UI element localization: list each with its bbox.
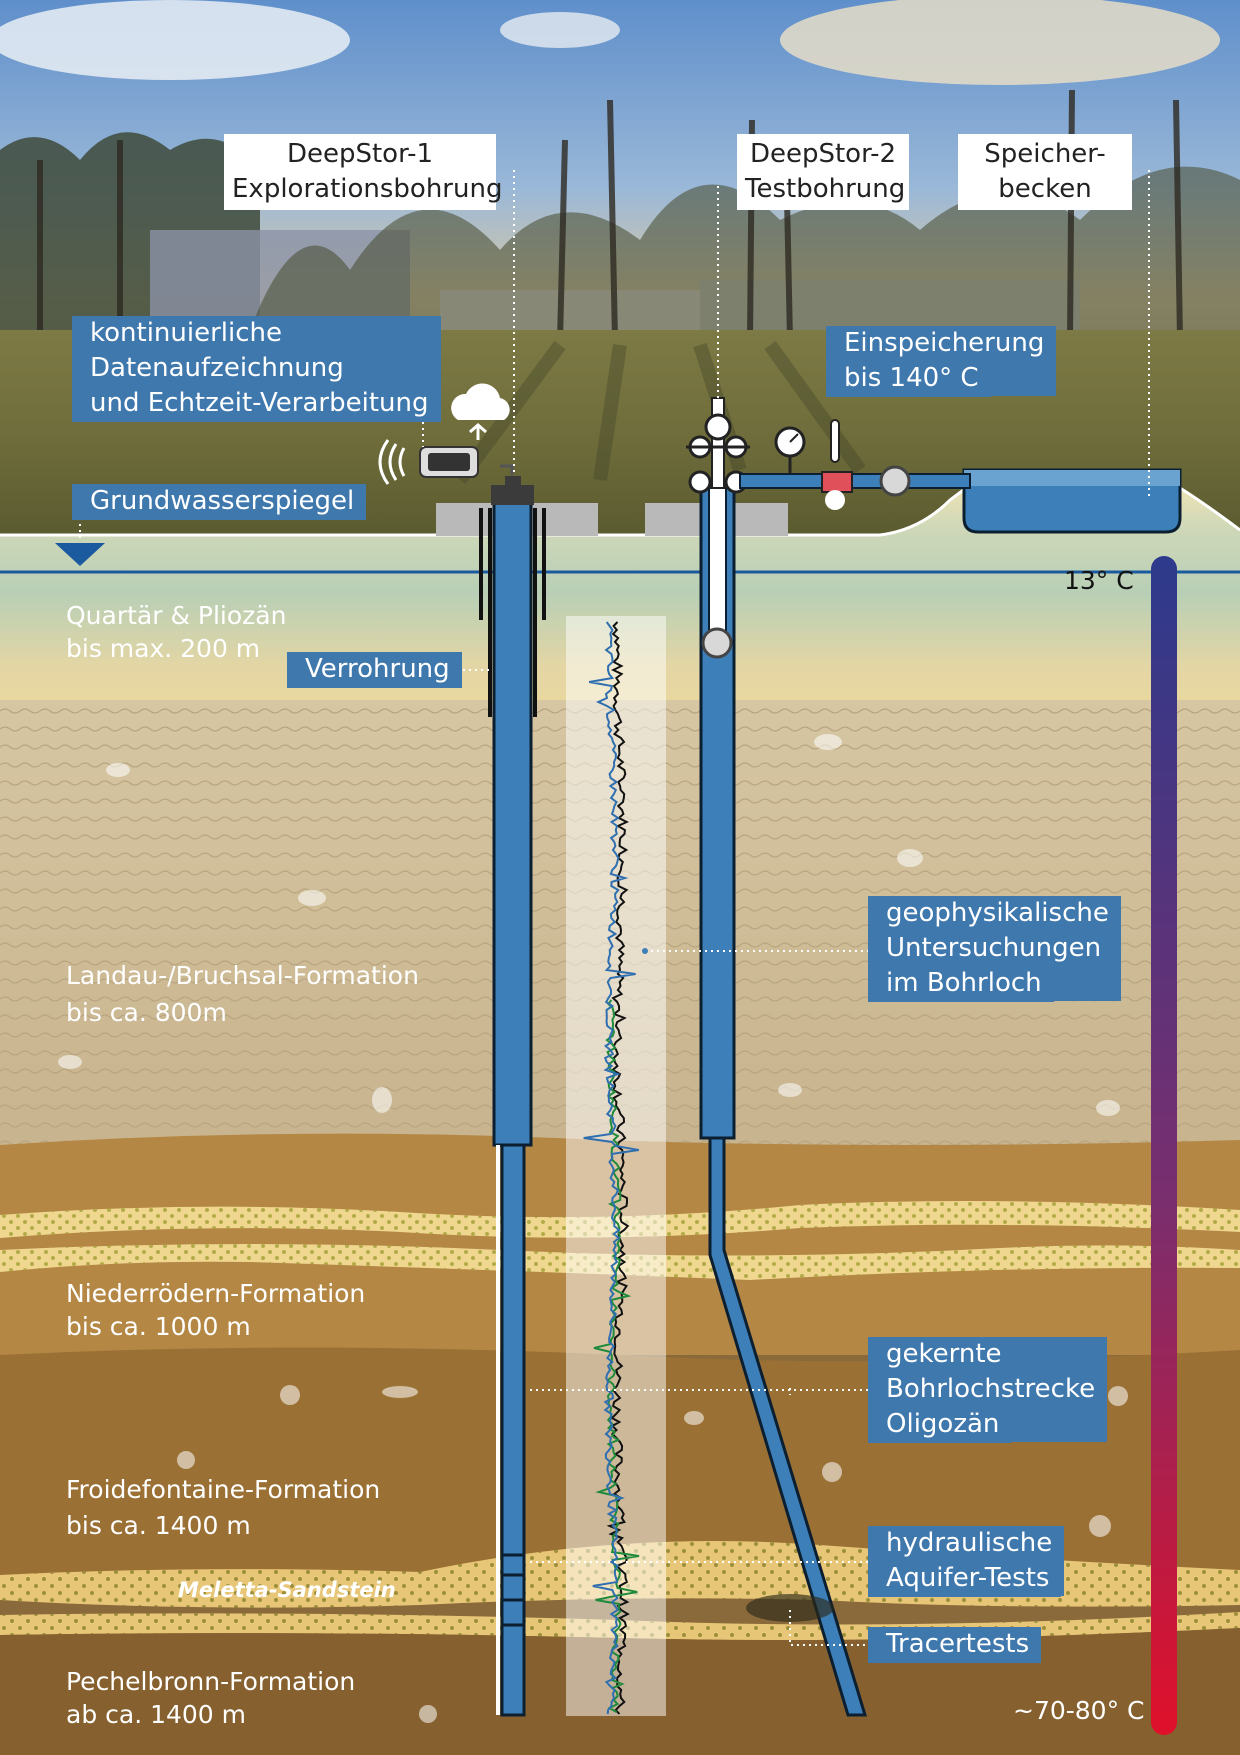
- layer-label-froidefontaine: Froidefontaine-Formation bis ca. 1400 m: [66, 1475, 381, 1540]
- temperature-top-label: 13° C: [1064, 566, 1134, 595]
- log-curve-blue: [583, 621, 639, 1715]
- layer-label-quartaer: Quartär & Pliozän bis max. 200 m: [66, 601, 287, 663]
- tracer-callout: Tracertests: [868, 1627, 1042, 1662]
- pressure-gauge-icon: [774, 426, 806, 474]
- groundwater-marker-icon: [55, 543, 105, 566]
- einspeicherung-callout: Einspeicherung bis 140° C: [826, 326, 1057, 396]
- deepstor2-card: DeepStor-2 Testbohrung: [737, 134, 909, 210]
- deepstor1-card: DeepStor-1 Explorationsbohrung: [224, 134, 502, 210]
- layer-label-landau: Landau-/Bruchsal-Formation bis ca. 800m: [66, 961, 419, 1027]
- hydraulik-callout: hydraulische Aquifer-Tests: [868, 1526, 1065, 1596]
- wellhead-icon: [686, 397, 750, 494]
- grundwasser-callout: Grundwasserspiegel: [72, 484, 367, 519]
- layer-label-meletta: Meletta-Sandstein: [178, 1578, 396, 1602]
- valve-icon: [879, 465, 911, 497]
- borehole-log-curves: [583, 621, 640, 1715]
- gekernte-callout: gekernte Bohrlochstrecke Oligozän: [868, 1337, 1108, 1442]
- cloud-icon: [451, 383, 510, 440]
- temperature-bottom-label: ~70-80° C: [1013, 1696, 1145, 1725]
- log-curve-green: [593, 999, 640, 1713]
- thermometer-icon: [821, 419, 853, 510]
- geophysik-callout: geophysikalische Untersuchungen im Bohrl…: [868, 896, 1121, 1001]
- datenaufzeichnung-callout: kontinuierliche Datenaufzeichnung und Ec…: [72, 316, 441, 421]
- layer-label-pechelbronn: Pechelbronn-Formation ab ca. 1400 m: [66, 1667, 356, 1729]
- verrohrung-callout: Verrohrung: [287, 652, 462, 687]
- speicherbecken-card: Speicher- becken: [958, 134, 1132, 210]
- temperature-gradient-bar: [1151, 556, 1177, 1735]
- data-logger-icon: [378, 439, 514, 485]
- fossil-icon: [58, 734, 1128, 1723]
- layer-label-niederroedern: Niederrödern-Formation bis ca. 1000 m: [66, 1279, 366, 1341]
- log-curve-black: [606, 621, 630, 1715]
